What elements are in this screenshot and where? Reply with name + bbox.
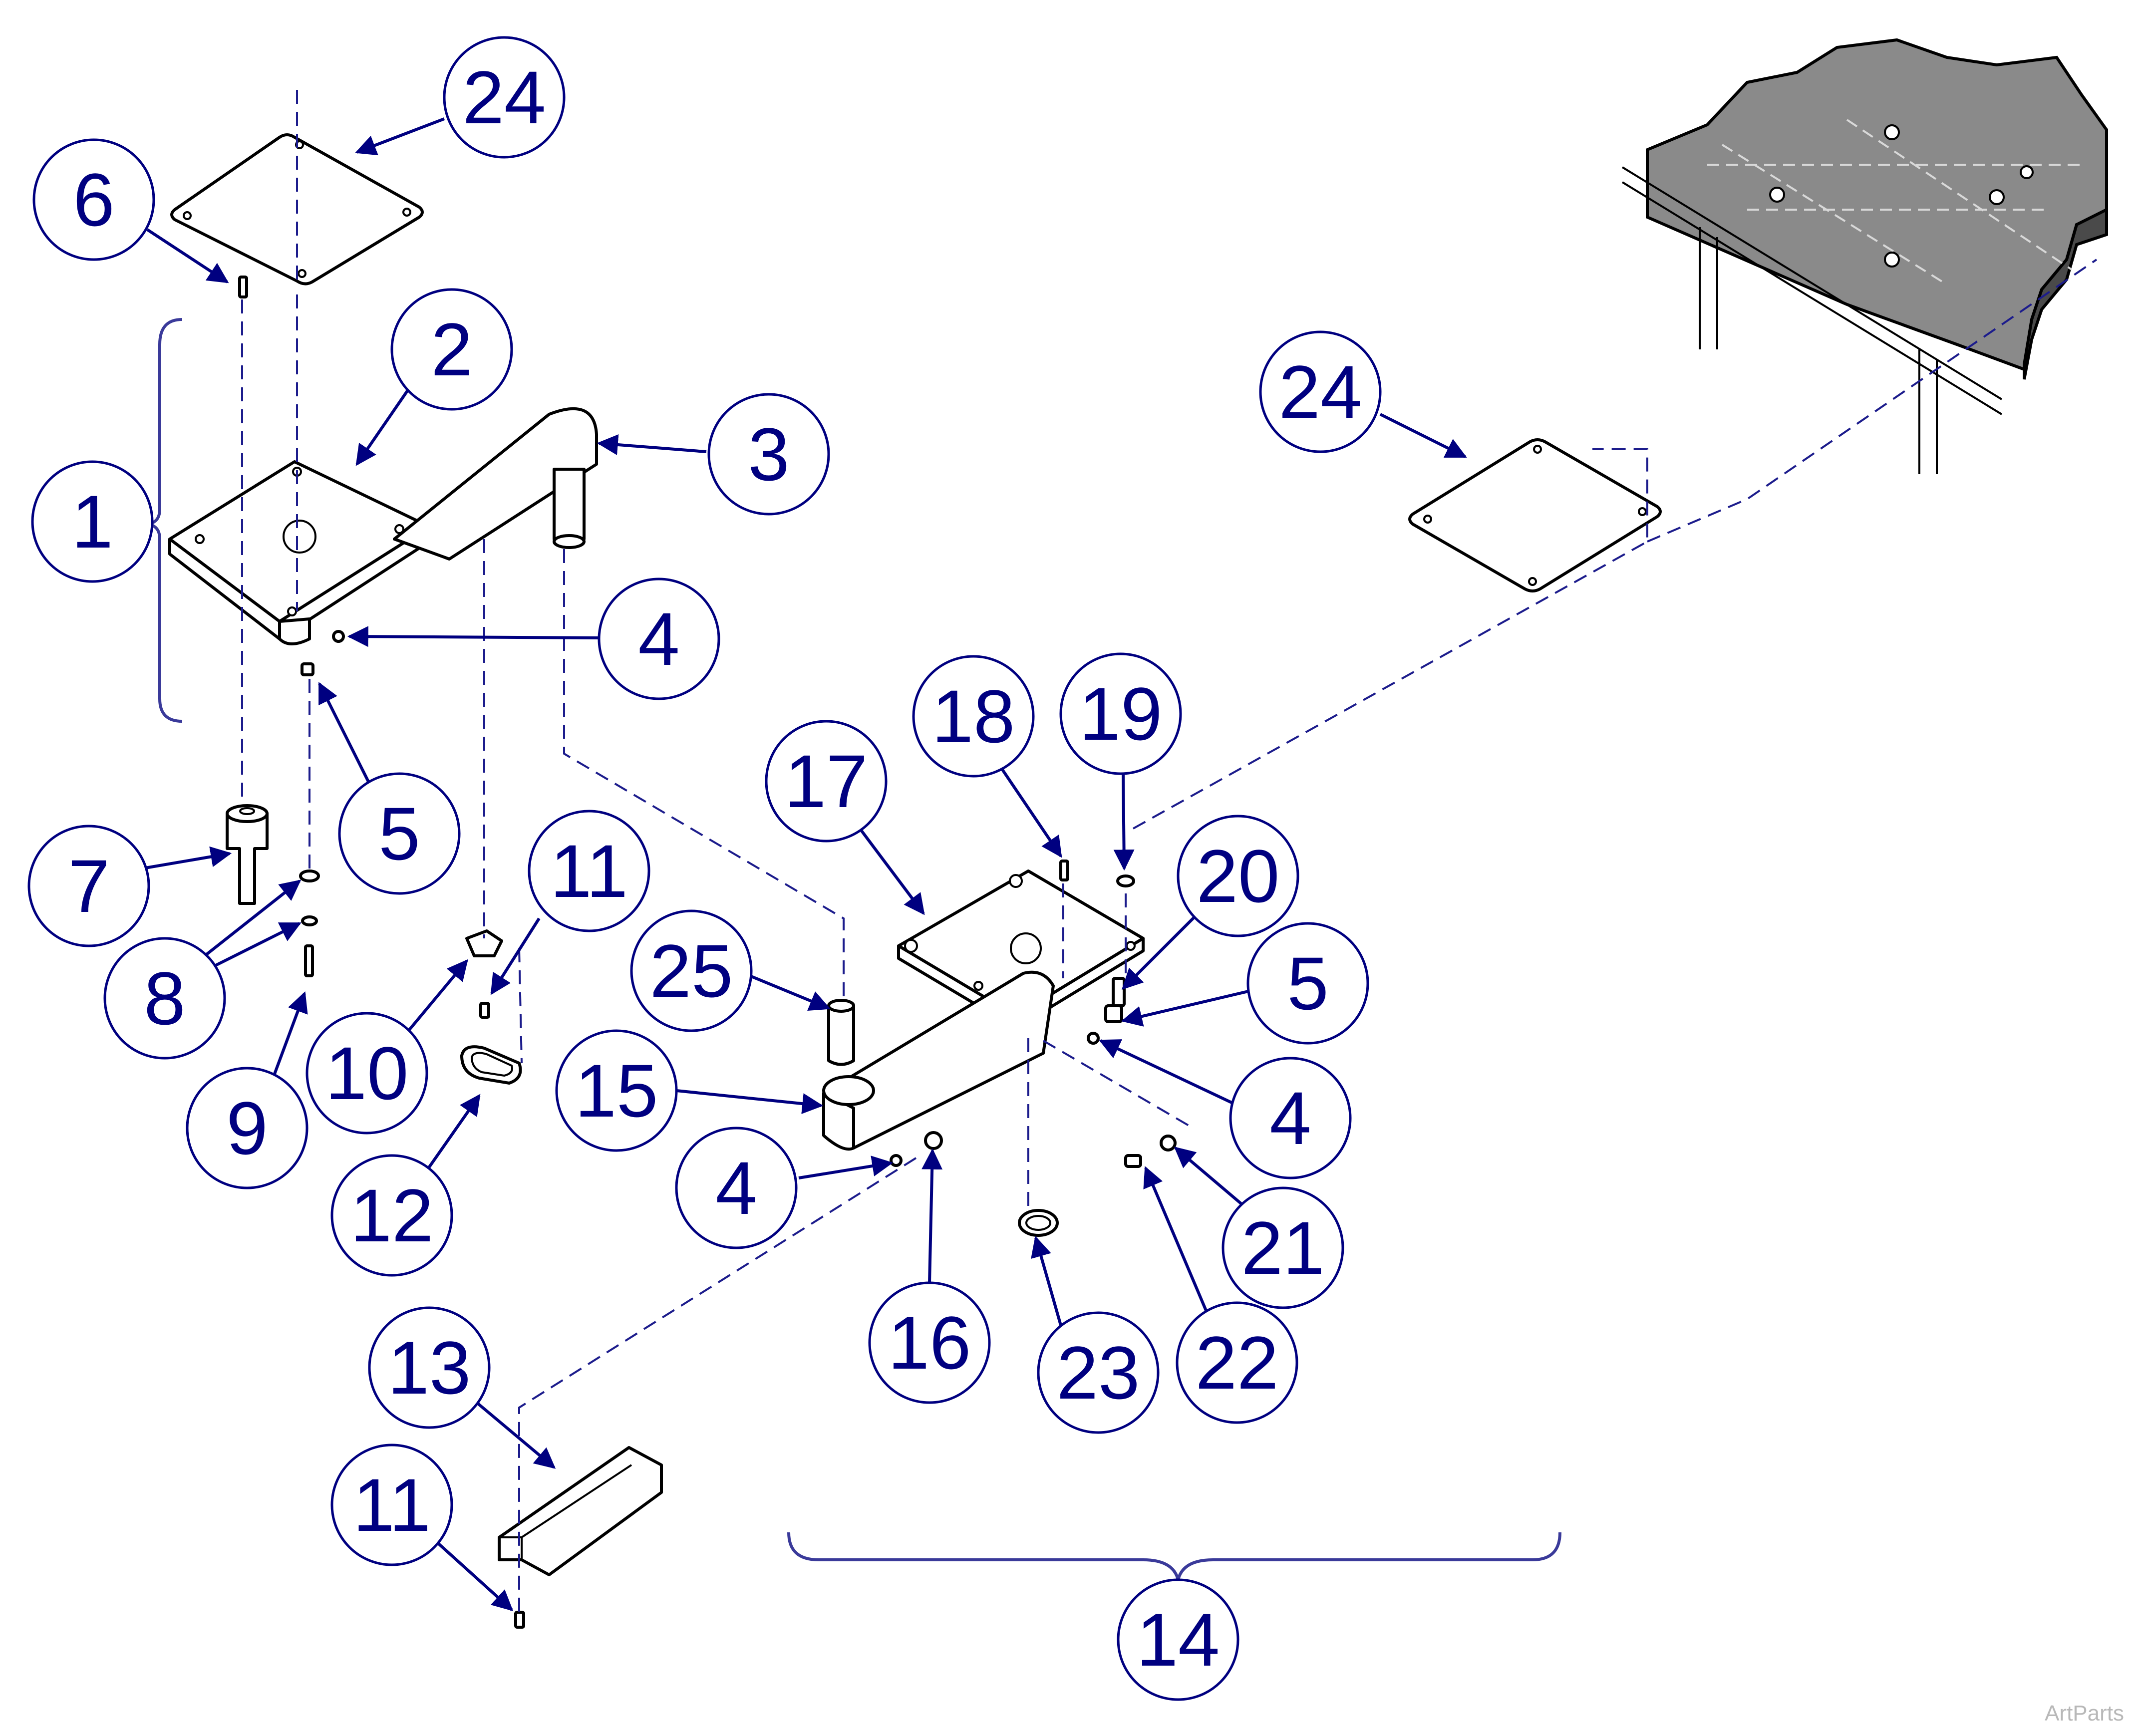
- callout-5: 5: [338, 772, 461, 895]
- svg-text:8: 8: [144, 956, 185, 1040]
- lower-arm-assembly: [822, 869, 1145, 1237]
- callout-1: 1: [31, 460, 154, 583]
- svg-text:4: 4: [715, 1146, 757, 1230]
- callout-24: 24: [443, 36, 566, 159]
- callout-12: 12: [330, 1154, 453, 1277]
- callout-15: 15: [555, 1029, 678, 1152]
- callout-22: 22: [1176, 1301, 1298, 1424]
- callout-3: 3: [707, 393, 830, 516]
- callout-9: 9: [186, 1067, 308, 1189]
- callout-11: 11: [330, 1444, 453, 1566]
- svg-text:22: 22: [1196, 1321, 1279, 1405]
- assembly-bracket-14: [787, 1532, 1561, 1580]
- callout-7: 7: [27, 825, 150, 947]
- svg-text:14: 14: [1137, 1598, 1220, 1682]
- leader-lines: [142, 117, 1467, 1611]
- callout-24: 24: [1259, 330, 1382, 453]
- small-parts-left: [226, 276, 522, 1085]
- svg-text:24: 24: [463, 55, 546, 139]
- callout-8: 8: [103, 937, 226, 1060]
- svg-text:5: 5: [378, 792, 420, 875]
- svg-text:3: 3: [748, 412, 789, 496]
- gasket-24-lower: [1408, 438, 1662, 592]
- callout-13: 13: [368, 1306, 491, 1429]
- svg-text:11: 11: [550, 829, 628, 913]
- callout-18: 18: [912, 655, 1035, 778]
- callouts: 24 6 2 1 3 4 5 7 8 9 10 11 12 13 11 24 1…: [27, 36, 1382, 1701]
- svg-text:24: 24: [1279, 350, 1362, 434]
- svg-text:12: 12: [350, 1173, 434, 1257]
- callout-11: 11: [528, 810, 650, 932]
- svg-text:23: 23: [1057, 1331, 1140, 1415]
- callout-5: 5: [1246, 922, 1369, 1045]
- table-top: [1646, 38, 2108, 372]
- callout-2: 2: [390, 288, 513, 411]
- small-parts-right: [890, 860, 1177, 1168]
- svg-text:10: 10: [325, 1031, 409, 1115]
- svg-text:20: 20: [1197, 834, 1280, 918]
- svg-text:11: 11: [353, 1463, 431, 1547]
- svg-text:19: 19: [1079, 672, 1163, 756]
- svg-text:16: 16: [888, 1301, 971, 1385]
- svg-text:4: 4: [638, 597, 679, 681]
- callout-23: 23: [1037, 1311, 1160, 1434]
- callout-20: 20: [1177, 815, 1299, 937]
- callout-19: 19: [1059, 652, 1182, 775]
- table-assembly: [1621, 38, 2108, 474]
- svg-text:9: 9: [226, 1086, 268, 1170]
- svg-text:25: 25: [650, 929, 733, 1013]
- svg-text:21: 21: [1241, 1206, 1325, 1290]
- callout-10: 10: [306, 1012, 428, 1135]
- callout-17: 17: [765, 720, 888, 843]
- svg-text:15: 15: [575, 1049, 658, 1133]
- callout-16: 16: [868, 1281, 991, 1404]
- svg-text:2: 2: [431, 307, 472, 391]
- callout-25: 25: [630, 909, 753, 1032]
- svg-text:17: 17: [785, 739, 868, 823]
- callout-4: 4: [675, 1127, 798, 1249]
- svg-text:7: 7: [68, 844, 109, 928]
- upper-arm-assembly: [168, 407, 598, 645]
- svg-text:5: 5: [1287, 941, 1328, 1025]
- callout-6: 6: [32, 138, 155, 261]
- table-frame: [1621, 166, 2003, 474]
- callout-21: 21: [1222, 1186, 1344, 1309]
- svg-text:4: 4: [1269, 1076, 1311, 1160]
- svg-text:1: 1: [71, 480, 113, 564]
- callout-14: 14: [1117, 1578, 1239, 1701]
- watermark: ArtParts: [2045, 1701, 2124, 1726]
- callout-4: 4: [1229, 1057, 1352, 1179]
- callout-4: 4: [598, 578, 720, 700]
- cover-13: [498, 1446, 663, 1576]
- alignment-lines: [241, 90, 2098, 1612]
- table-edge: [2023, 207, 2108, 380]
- svg-text:6: 6: [73, 158, 114, 242]
- svg-text:18: 18: [932, 674, 1015, 758]
- svg-text:13: 13: [388, 1326, 471, 1410]
